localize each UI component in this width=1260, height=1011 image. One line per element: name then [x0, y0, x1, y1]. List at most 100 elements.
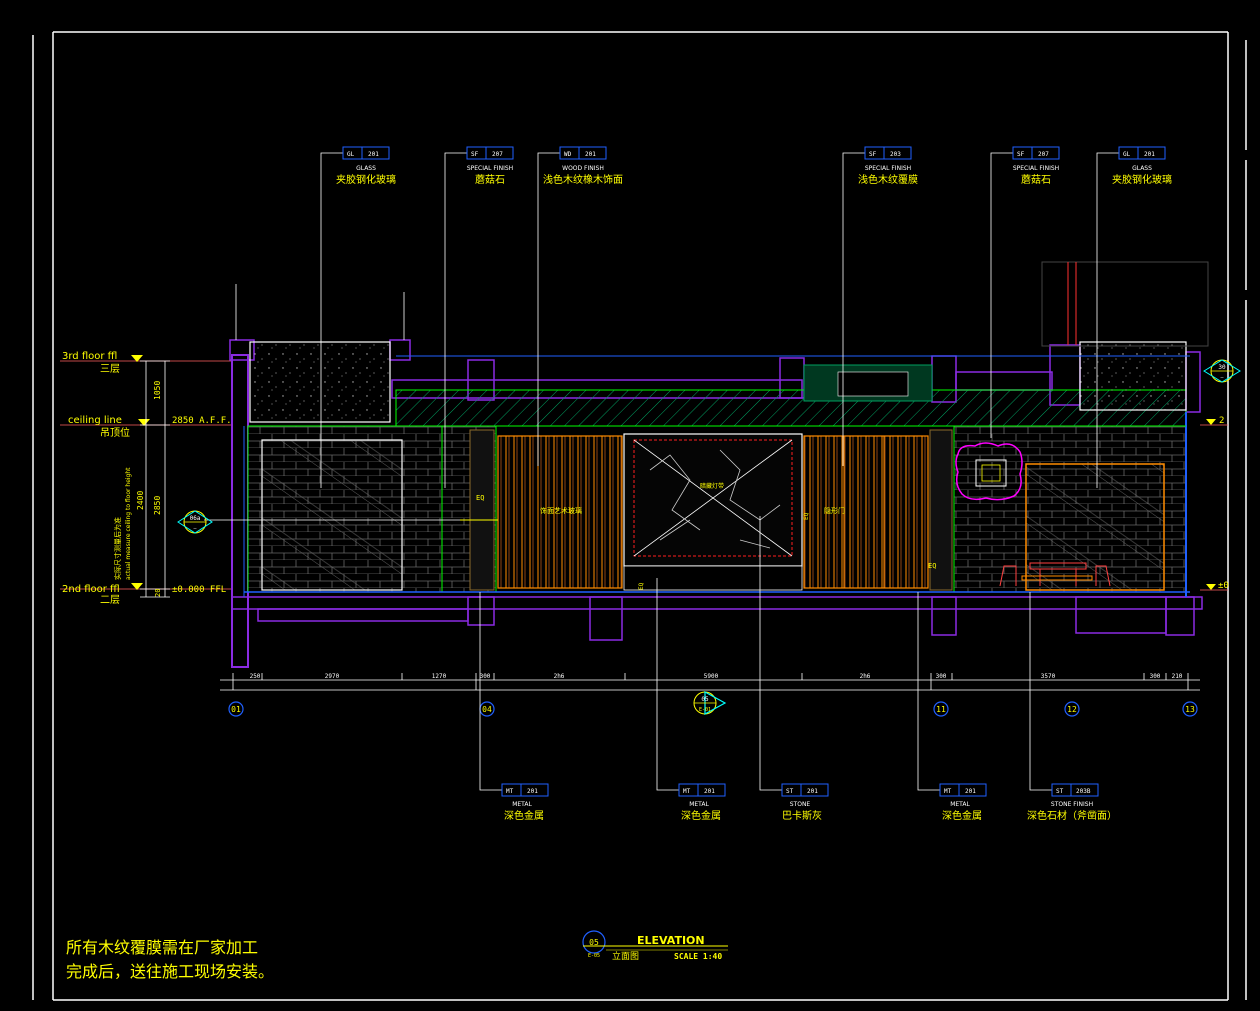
svg-text:MT: MT [944, 788, 952, 795]
svg-text:SPECIAL FINISH: SPECIAL FINISH [865, 165, 911, 172]
grid-13: 13 [1185, 705, 1195, 714]
svg-text:浅色木纹橡木饰面: 浅色木纹橡木饰面 [543, 173, 623, 186]
callout-mt201-c: MT 201 METAL 深色金属 [939, 783, 987, 822]
svg-text:207: 207 [1038, 151, 1049, 158]
callout-sf207-b: SF 207 SPECIAL FINISH 蘑菇石 [1012, 146, 1060, 186]
svg-text:—: — [1220, 375, 1224, 381]
hdim: 2h6 [860, 673, 871, 680]
vdim-1050: 1050 [153, 381, 162, 400]
svg-text:201: 201 [807, 788, 818, 795]
wood-panel-left [497, 435, 623, 589]
svg-text:MT: MT [506, 788, 514, 795]
callout-sf207-a: SF 207 SPECIAL FINISH 蘑菇石 [466, 146, 514, 186]
callout-sf203: SF 203 SPECIAL FINISH 浅色木纹覆膜 [858, 146, 918, 186]
ceiling-band [395, 389, 1187, 427]
title-cn: 立面图 [612, 950, 639, 962]
svg-text:E-01: E-01 [699, 707, 711, 713]
hdim: 210 [1172, 673, 1183, 680]
vertical-note-cn: 实际尺寸测量后为准 [113, 517, 122, 580]
hdim: 300 [480, 673, 491, 680]
hdim: 250 [250, 673, 261, 680]
svg-text:SF: SF [1017, 151, 1025, 158]
svg-text:30: 30 [1218, 364, 1226, 371]
svg-text:—: — [193, 526, 197, 532]
level-2nd-value: ±0.000 FFL [172, 585, 226, 595]
section-tag-left: 06a — [177, 510, 213, 534]
svg-text:GL: GL [347, 151, 355, 158]
svg-text:MT: MT [683, 788, 691, 795]
svg-text:WD: WD [564, 151, 572, 158]
inline-label-hidden-door: 隐形门 [824, 506, 845, 515]
svg-text:ST: ST [1056, 788, 1064, 795]
sheet-frame [32, 31, 1247, 1001]
section-tag-center: 05 E-01 [693, 690, 727, 716]
marble-panel [623, 433, 803, 567]
svg-text:GL: GL [1123, 151, 1131, 158]
ceiling-note-box [837, 371, 909, 397]
hdim: 2h6 [554, 673, 565, 680]
svg-text:201: 201 [585, 151, 596, 158]
svg-text:05: 05 [701, 696, 709, 703]
callout-gl201-b: GL 201 GLASS 夹胶钢化玻璃 [1112, 146, 1172, 186]
svg-text:SPECIAL FINISH: SPECIAL FINISH [1013, 165, 1059, 172]
hdim: 300 [1150, 673, 1161, 680]
vdim-2400: 2400 [136, 491, 145, 510]
wood-panel-right [803, 435, 929, 589]
level-ceiling-cn: 吊顶位 [100, 426, 130, 439]
svg-text:STONE FINISH: STONE FINISH [1051, 801, 1093, 808]
grid-04: 04 [482, 705, 492, 714]
vertical-dimension [140, 360, 170, 598]
svg-text:201: 201 [527, 788, 538, 795]
title-number: 05 [589, 938, 599, 947]
title-scale: SCALE 1:40 [674, 952, 722, 961]
svg-text:蘑菇石: 蘑菇石 [475, 173, 505, 186]
svg-text:201: 201 [368, 151, 379, 158]
svg-text:GLASS: GLASS [1132, 165, 1152, 172]
level-ceiling-label: ceiling line [68, 415, 122, 426]
general-note-line-1: 所有木纹覆膜需在厂家加工 [66, 938, 259, 957]
eq-label: EQ [476, 494, 484, 502]
drawing-title: 05 E-05 ELEVATION 立面图 SCALE 1:40 [582, 930, 728, 962]
level-2nd-cn: 二层 [100, 594, 120, 606]
svg-text:207: 207 [492, 151, 503, 158]
level-3rd-cn: 三层 [100, 363, 120, 375]
inline-label-led: 暗藏灯带 [700, 482, 724, 490]
upper-window-left [249, 341, 391, 423]
grid-11: 11 [936, 705, 946, 714]
vertical-note-en: actual measure ceiling to floor height [125, 467, 132, 580]
svg-text:201: 201 [965, 788, 976, 795]
svg-text:GLASS: GLASS [356, 165, 376, 172]
right-level-ceiling: 2 [1219, 416, 1224, 426]
svg-text:浅色木纹覆膜: 浅色木纹覆膜 [858, 173, 918, 186]
vdim-2850: 2850 [153, 496, 162, 515]
eq-label: EQ [638, 582, 645, 590]
glass-panel-right [1025, 463, 1165, 591]
svg-text:SF: SF [869, 151, 877, 158]
svg-text:203B: 203B [1076, 788, 1091, 795]
grid-01: 01 [231, 705, 241, 714]
hdim: 3570 [1041, 673, 1056, 680]
general-note: 所有木纹覆膜需在厂家加工 完成后，送往施工现场安装。 [66, 936, 274, 984]
level-triangle-icon [1206, 584, 1216, 590]
callout-wd201: WD 201 WOOD FINISH 浅色木纹橡木饰面 [543, 146, 623, 186]
callout-mt201-a: MT 201 METAL 深色金属 [501, 783, 549, 822]
level-triangle-icon [1206, 419, 1216, 425]
inline-label-art-glass: 饰面艺术玻璃 [540, 506, 582, 515]
svg-text:WOOD FINISH: WOOD FINISH [562, 165, 604, 172]
level-3rd-label: 3rd floor ffl [62, 351, 117, 362]
top-leaders [320, 152, 1119, 488]
svg-text:SF: SF [471, 151, 479, 158]
title-en: ELEVATION [637, 934, 705, 947]
glass-panel-left [261, 439, 403, 591]
hdim: 300 [936, 673, 947, 680]
structure [229, 339, 1203, 668]
level-ceiling-value: 2850 A.F.F. [172, 416, 232, 426]
callout-st203b: ST 203B STONE FINISH 深色石材（斧凿面） [1027, 783, 1117, 822]
hdim: 1270 [432, 673, 447, 680]
eq-label: EQ [928, 562, 936, 570]
svg-text:METAL: METAL [950, 801, 970, 808]
right-level-floor: ±0 [1218, 581, 1229, 591]
title-sheet: E-05 [588, 953, 600, 959]
svg-text:深色石材（斧凿面）: 深色石材（斧凿面） [1027, 809, 1117, 822]
